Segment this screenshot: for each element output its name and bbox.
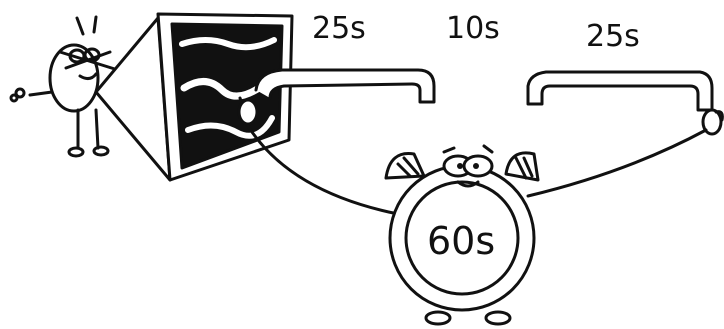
- segment-label-3: 25s: [586, 22, 640, 52]
- monitor-icon: [96, 14, 292, 180]
- segment-label-2: 10s: [446, 14, 500, 44]
- clock-total-label: 60s: [427, 222, 495, 260]
- pipe-right: [528, 72, 722, 134]
- segment-label-1: 25s: [312, 14, 366, 44]
- right-arm-line: [528, 130, 706, 196]
